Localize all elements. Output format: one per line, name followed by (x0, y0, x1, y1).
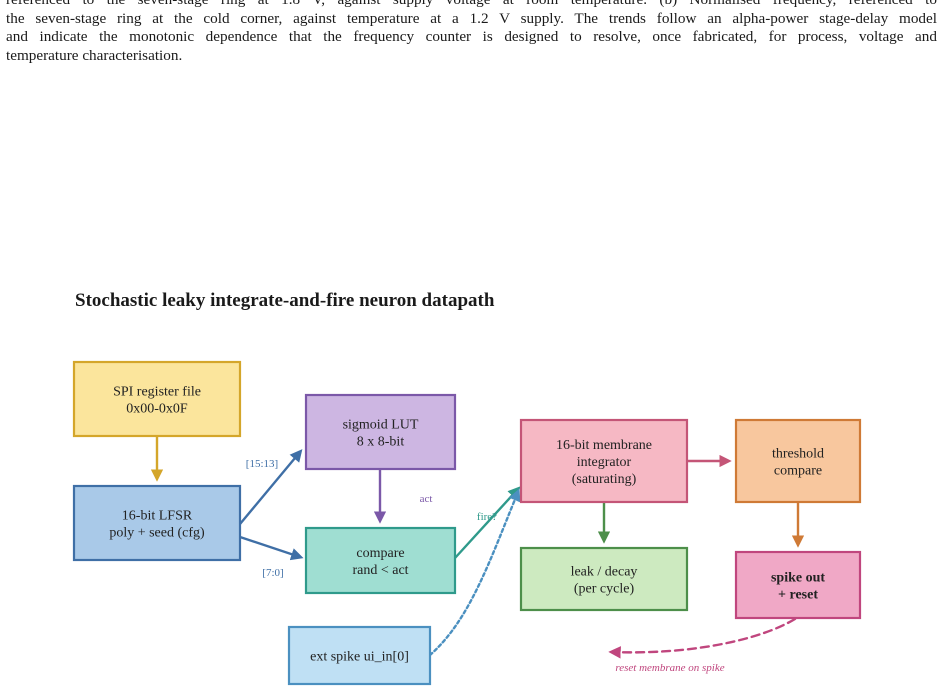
figure-title: Stochastic leaky integrate-and-fire neur… (75, 290, 495, 311)
node-compare: compare rand < act (304, 526, 457, 595)
edge-compare-membrane (453, 486, 521, 560)
node-threshold-box (734, 418, 862, 504)
edge-lfsr-compare (238, 535, 304, 561)
node-spike-label-2: + reset (778, 588, 818, 603)
node-membrane-box (519, 418, 689, 504)
node-ext: ext spike ui_in[0] (287, 625, 432, 686)
caption-line-3: and indicate the monotonic dependence th… (6, 28, 937, 46)
node-spike-label-1: spike out (771, 571, 825, 586)
node-lfsr-label-2: poly + seed (cfg) (109, 526, 205, 541)
node-membrane-label-1: 16-bit membrane (556, 438, 652, 453)
node-lfsr: 16-bit LFSR poly + seed (cfg) (72, 484, 242, 562)
edge-label-lfsr-sigmoid: [15:13] (246, 458, 278, 470)
node-leak-box (519, 546, 689, 612)
node-leak: leak / decay (per cycle) (519, 546, 689, 612)
node-lfsr-label-1: 16-bit LFSR (122, 509, 193, 524)
node-spi-label-2: 0x00-0x0F (126, 402, 188, 417)
node-spi-box (72, 360, 242, 438)
caption-line-2: the seven-stage ring at the cold corner,… (6, 9, 937, 27)
node-threshold-label-2: compare (774, 464, 822, 479)
node-membrane-label-3: (saturating) (572, 472, 637, 487)
figure-caption: referenced to the seven-stage ring at 1.… (6, 0, 937, 65)
node-ext-label-1: ext spike ui_in[0] (310, 650, 409, 665)
node-spike-box (734, 550, 862, 620)
node-lfsr-box (72, 484, 242, 562)
node-sigmoid-label-1: sigmoid LUT (343, 418, 419, 433)
edge-label-lfsr-compare: [7:0] (262, 567, 283, 579)
edge-label-spike-reset: reset membrane on spike (615, 662, 724, 674)
node-leak-label-2: (per cycle) (574, 582, 635, 597)
node-sigmoid-box (304, 393, 457, 471)
node-compare-box (304, 526, 457, 595)
node-membrane-label-2: integrator (577, 455, 632, 470)
edges-layer (150, 435, 805, 659)
node-compare-label-2: rand < act (352, 563, 408, 578)
nodes-layer: SPI register file 0x00-0x0F 16-bit LFSR pol… (72, 360, 862, 686)
caption-line-4: temperature characterisation. (6, 46, 183, 64)
node-sigmoid: sigmoid LUT 8 x 8-bit (304, 393, 457, 471)
node-threshold: threshold compare (734, 418, 862, 504)
node-threshold-label-1: threshold (772, 447, 824, 462)
edge-ext-membrane (428, 488, 521, 657)
node-spike: spike out + reset (734, 550, 862, 620)
edge-lfsr-sigmoid (238, 449, 303, 526)
edge-label-compare-membrane: fire? (477, 511, 497, 523)
edge-labels-layer: [15:13] [7:0] act fire? reset membrane on sp… (246, 458, 725, 674)
caption-line-1: referenced to the seven-stage ring at 1.… (6, 0, 937, 10)
edge-spike-reset (608, 617, 797, 659)
edge-label-sigmoid-compare: act (420, 493, 433, 505)
node-spi: SPI register file 0x00-0x0F (72, 360, 242, 438)
node-compare-label-1: compare (356, 546, 404, 561)
node-ext-box (287, 625, 432, 686)
node-membrane: 16-bit membrane integrator (saturating) (519, 418, 689, 504)
node-leak-label-1: leak / decay (571, 565, 638, 580)
node-sigmoid-label-2: 8 x 8-bit (357, 435, 405, 450)
node-spi-label-1: SPI register file (113, 385, 201, 400)
